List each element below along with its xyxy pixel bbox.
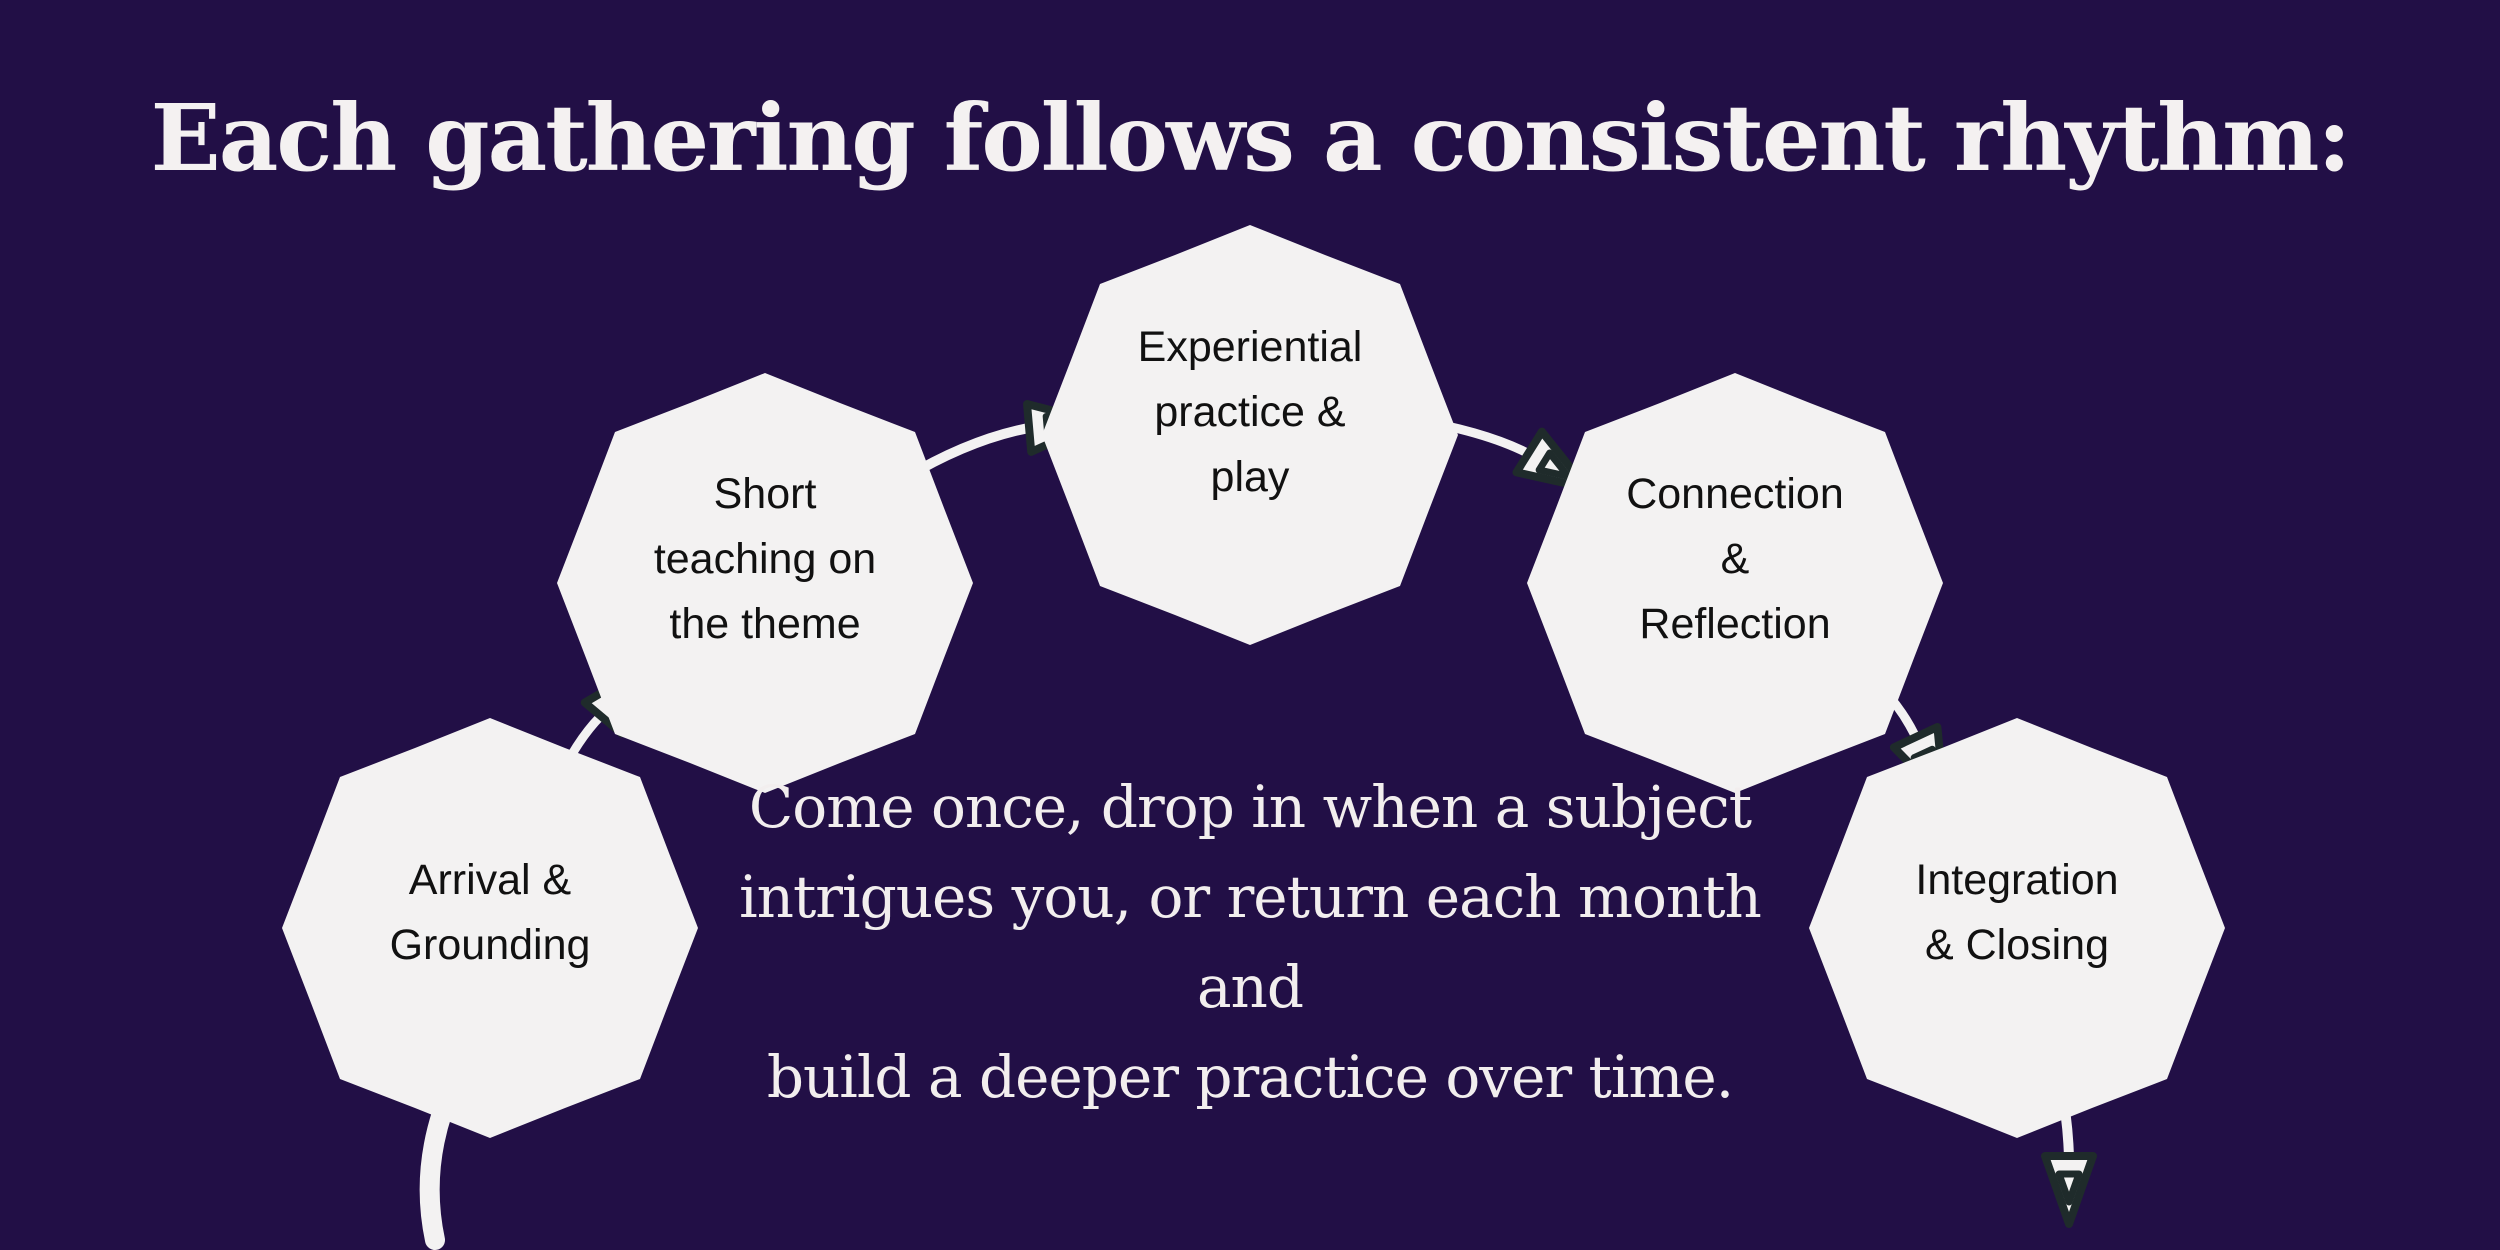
step-label-line: the theme: [669, 600, 861, 648]
step-label-arrival: Arrival & Grounding: [330, 848, 650, 978]
step-label-line: Reflection: [1639, 600, 1831, 648]
attendance-message: Come once, drop in when a subject intrig…: [700, 762, 1800, 1122]
step-shape-arrival: [282, 718, 698, 1138]
step-label-line: & Closing: [1924, 921, 2110, 969]
step-label-practice: Experiential practice & play: [1090, 315, 1410, 510]
message-line: intrigues you, or return each month and: [739, 863, 1762, 1021]
message-line: Come once, drop in when a subject: [748, 773, 1752, 841]
step-shape-teaching: [557, 373, 973, 793]
step-label-line: Short: [713, 470, 817, 518]
step-label-line: &: [1720, 535, 1750, 583]
step-shape-integration: [1809, 718, 2225, 1138]
step-shape-connection: [1527, 373, 1943, 793]
step-label-line: Integration: [1915, 856, 2119, 904]
step-shape-practice: [1042, 225, 1458, 645]
step-label-line: Arrival &: [408, 856, 572, 904]
step-label-line: Experiential: [1137, 323, 1363, 371]
slide-title: Each gathering follows a consistent rhyt…: [150, 84, 2352, 192]
step-label-line: Grounding: [389, 921, 591, 969]
step-label-teaching: Short teaching on the theme: [605, 462, 925, 657]
step-label-line: practice &: [1154, 388, 1346, 436]
step-label-line: play: [1210, 453, 1290, 501]
step-label-connection: Connection & Reflection: [1575, 462, 1895, 657]
step-label-integration: Integration & Closing: [1857, 848, 2177, 978]
step-label-line: teaching on: [653, 535, 877, 583]
message-line: build a deeper practice over time.: [766, 1043, 1734, 1111]
step-label-line: Connection: [1626, 470, 1844, 518]
